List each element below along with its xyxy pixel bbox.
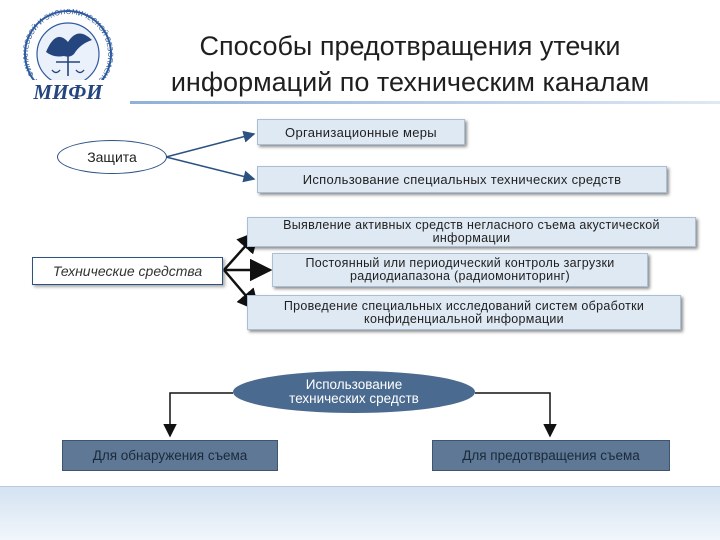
radiomonitoring-box: Постоянный или периодический контроль за… [272,253,648,287]
special-research-line-1: Проведение специальных исследований сист… [283,298,645,313]
detect-active-line-1: Выявление активных средств негласного съ… [283,218,660,232]
detect-active-line-2: информации [432,231,511,245]
org-measures-box: Организационные меры [257,119,465,145]
title-underline [130,101,720,104]
arrow-protection-tech [165,156,256,183]
special-tech-box: Использование специальных технических ср… [257,166,667,193]
special-research-line-2: конфиденциальной информации [364,311,564,326]
institute-logo: ИНСТИТУТ ФИНАНСОВОЙ И ЭКОНОМИЧЕСКОЙ БЕЗО… [22,8,114,104]
tech-usage-line-2: технических средств [289,391,419,406]
prevention-box: Для предотвращения съема [432,440,670,471]
logo-wordmark: МИФИ [32,80,103,104]
radiomonitoring-line-2: радиодиапазона (радиомониторинг) [350,269,570,283]
tech-usage-oval: Использование технических средств [233,371,475,413]
title-line-2: информаций по техническим каналам [170,67,650,97]
footer-band [0,486,720,540]
arrow-to-prevent [475,392,557,438]
special-research-box: Проведение специальных исследований сист… [247,295,681,330]
arrow-to-detect [163,392,233,438]
radiomonitoring-line-1: Постоянный или периодический контроль за… [305,256,615,270]
arrow-protection-org [165,130,256,158]
slide-title: Способы предотвращения утечки информаций… [130,28,690,100]
detect-active-box: Выявление активных средств негласного съ… [247,217,696,247]
title-line-1: Способы предотвращения утечки [199,31,621,61]
protection-oval: Защита [57,140,167,174]
detection-box: Для обнаружения съема [62,440,278,471]
tech-usage-line-1: Использование [305,377,403,392]
tech-means-box: Технические средства [32,257,223,285]
